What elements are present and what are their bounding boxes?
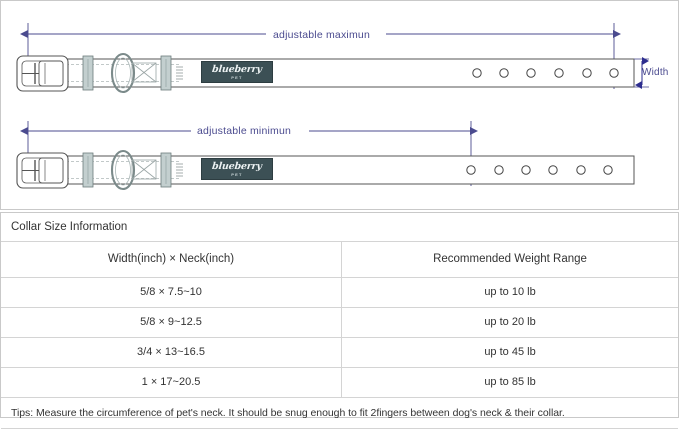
top-hole-4 [554, 68, 564, 78]
top-d-ring [110, 52, 136, 94]
top-buckle [16, 55, 69, 92]
table-header-row: Width(inch) × Neck(inch) Recommended Wei… [1, 241, 678, 278]
cell-size-4: 1 × 17~20.5 [1, 367, 342, 398]
collar-diagram-svg [16, 23, 649, 191]
table-row: 5/8 × 9~12.5 up to 20 lb [1, 307, 678, 338]
bottom-hole-4 [548, 165, 558, 175]
collar-size-table-panel: Collar Size Information Width(inch) × Ne… [0, 212, 679, 429]
cell-weight-1: up to 10 lb [341, 277, 678, 308]
bottom-x-box-stitch [131, 159, 157, 180]
top-hole-6 [609, 68, 619, 78]
tips-text: Tips: Measure the circumference of pet's… [1, 397, 678, 429]
bottom-hole-2 [494, 165, 504, 175]
cell-weight-4: up to 85 lb [341, 367, 678, 398]
top-hole-5 [582, 68, 592, 78]
cell-size-1: 5/8 × 7.5~10 [1, 277, 342, 308]
cell-size-2: 5/8 × 9~12.5 [1, 307, 342, 338]
bottom-buckle [16, 152, 69, 189]
cell-weight-2: up to 20 lb [341, 307, 678, 338]
table-tips-row: Tips: Measure the circumference of pet's… [1, 397, 678, 429]
top-x-box-stitch [131, 62, 157, 83]
top-hole-3 [526, 68, 536, 78]
top-hole-2 [499, 68, 509, 78]
table-title: Collar Size Information [1, 213, 678, 242]
collar-size-table: Collar Size Information Width(inch) × Ne… [1, 213, 678, 429]
bottom-hole-1 [466, 165, 476, 175]
adjustable-minimum-label: adjustable minimun [197, 125, 292, 137]
top-strap-body [60, 58, 635, 88]
top-collar-group [16, 23, 649, 94]
table-row: 3/4 × 13~16.5 up to 45 lb [1, 337, 678, 368]
cell-size-3: 3/4 × 13~16.5 [1, 337, 342, 368]
brand-logo-top-name: blueberry [211, 63, 263, 75]
bottom-care-tag [176, 163, 183, 177]
bottom-hole-6 [603, 165, 613, 175]
top-d-ring-inner [115, 57, 131, 89]
bottom-hole-5 [576, 165, 586, 175]
brand-logo-top-sub: PET [231, 74, 243, 80]
column-header-weight: Recommended Weight Range [341, 241, 678, 278]
brand-logo-bottom: blueberry PET [201, 158, 273, 180]
cell-weight-3: up to 45 lb [341, 337, 678, 368]
adjustable-maximum-label: adjustable maximun [273, 29, 370, 41]
width-label: Width [642, 67, 669, 78]
table-title-row: Collar Size Information [1, 213, 678, 242]
top-hole-1 [472, 68, 482, 78]
top-care-tag [176, 66, 183, 80]
brand-logo-bottom-sub: PET [231, 171, 243, 177]
bottom-d-ring [110, 149, 136, 191]
brand-logo-top: blueberry PET [201, 61, 273, 83]
table-row: 5/8 × 7.5~10 up to 10 lb [1, 277, 678, 308]
brand-logo-bottom-name: blueberry [211, 160, 263, 172]
column-header-size: Width(inch) × Neck(inch) [1, 241, 342, 278]
bottom-d-ring-inner [115, 154, 131, 186]
bottom-collar-group [16, 121, 635, 191]
collar-diagram-panel: adjustable maximun adjustable minimun Wi… [0, 0, 679, 210]
bottom-hole-3 [521, 165, 531, 175]
bottom-strap-body [60, 155, 635, 185]
table-row: 1 × 17~20.5 up to 85 lb [1, 367, 678, 398]
